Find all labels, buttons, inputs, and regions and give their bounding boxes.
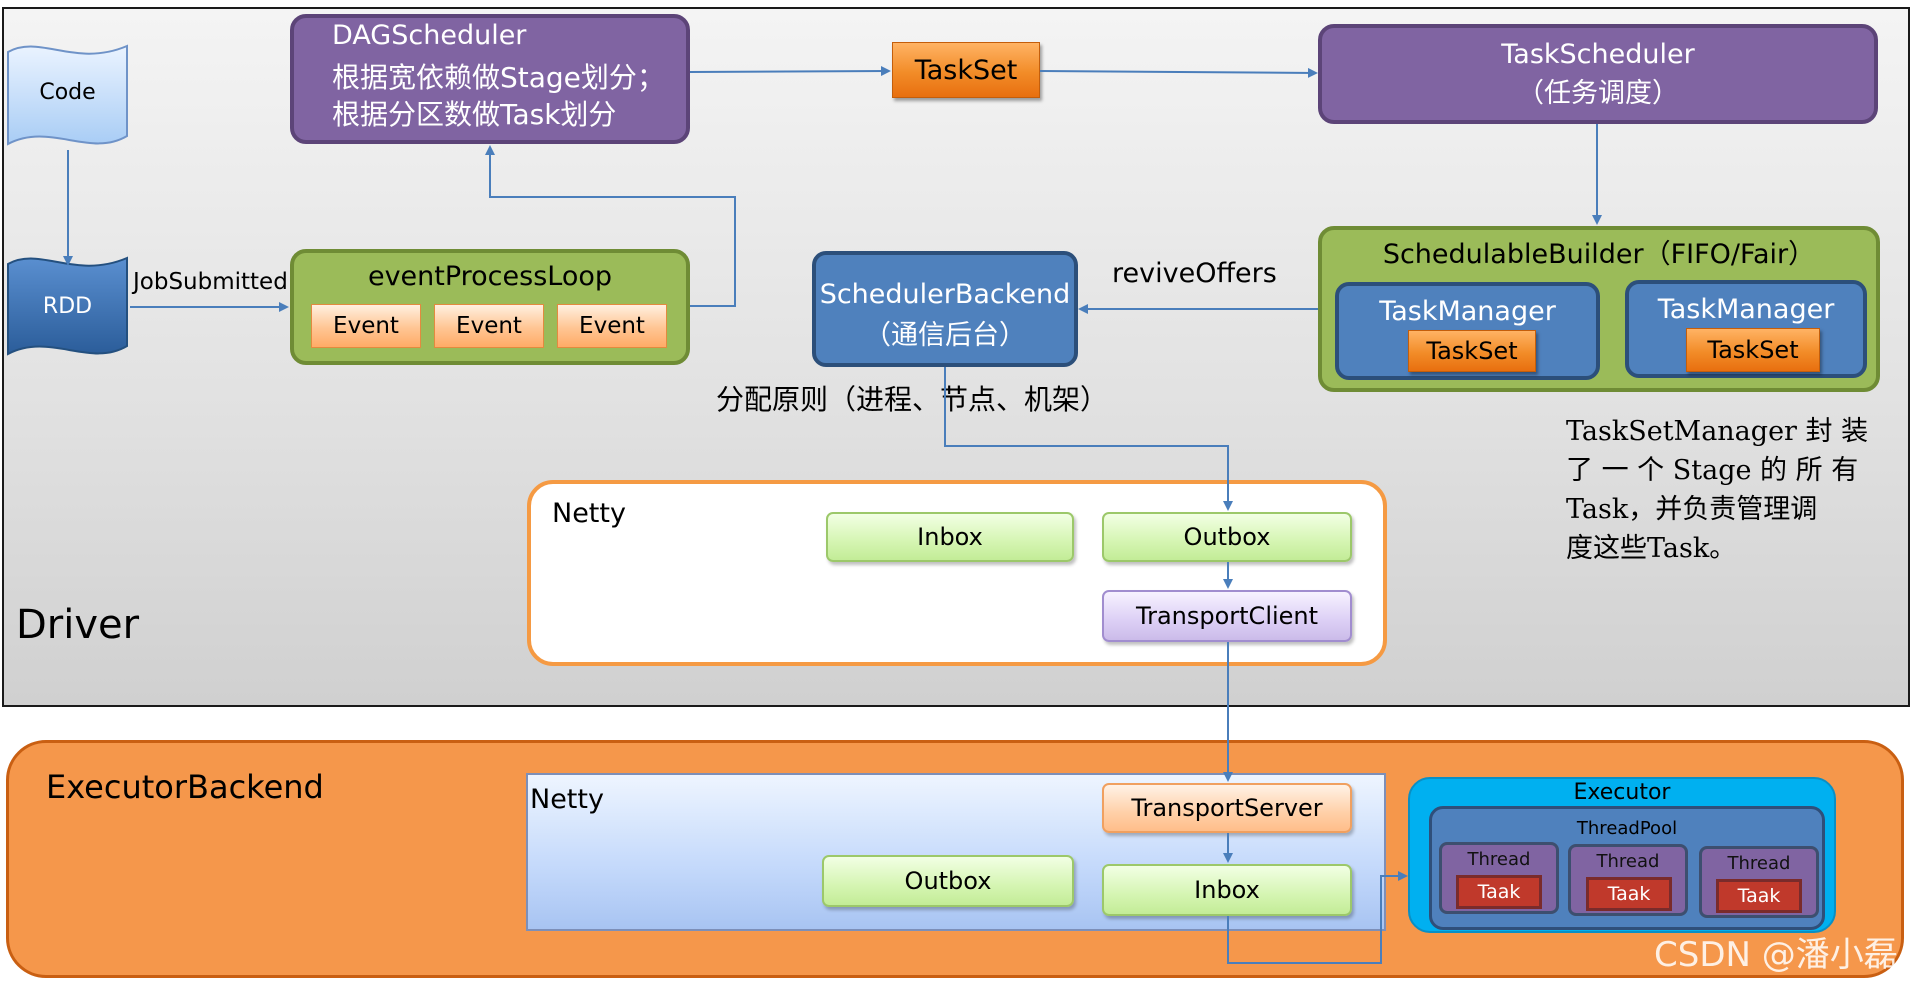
task-scheduler: [1318, 24, 1878, 124]
driver-netty-label: Netty: [552, 498, 626, 529]
executor-netty-label: Netty: [530, 784, 604, 815]
dag-to-taskset-arrow: [689, 66, 891, 77]
thread-label: Thread: [1467, 848, 1531, 870]
taskset-box: TaskSet: [892, 42, 1040, 98]
scheduler-backend-subtitle: （通信后台）: [864, 319, 1026, 351]
task-manager-label: TaskManager: [1657, 293, 1835, 325]
tsm-note-line: 了 一 个 Stage 的 所 有: [1566, 455, 1859, 486]
backend-to-outbox-arrow: [944, 367, 1233, 511]
driver-label: Driver: [16, 602, 140, 648]
dag-scheduler-title: DAGScheduler: [332, 20, 527, 51]
thread-pool-label: ThreadPool: [1576, 817, 1678, 839]
event-process-loop-title: eventProcessLoop: [367, 260, 613, 292]
task-manager-taskset: TaskSet: [1408, 330, 1536, 372]
executor-outbox: Outbox: [822, 855, 1074, 907]
event-loop-to-dag-arrow: [485, 145, 736, 307]
inbox-to-executor-arrow: [1227, 871, 1408, 964]
thread-label: Thread: [1727, 852, 1791, 874]
job-submitted-label: JobSubmitted: [133, 269, 288, 295]
thread-task: Taak: [1456, 875, 1542, 909]
executor-inbox: Inbox: [1102, 864, 1352, 916]
task-manager-taskset: TaskSet: [1686, 328, 1820, 372]
tsm-note-line: Task，并负责管理调: [1566, 494, 1818, 525]
transport-client: TransportClient: [1102, 590, 1352, 642]
code-doc-shape: [7, 44, 128, 146]
thread-task: Taak: [1586, 877, 1672, 911]
watermark: CSDN @潘小磊: [1654, 935, 1898, 975]
tsm-note-line: TaskSetManager 封 装: [1566, 416, 1869, 447]
rdd-label: RDD: [42, 293, 93, 319]
event-item: Event: [311, 304, 421, 348]
revive-offers-label: reviveOffers: [1112, 258, 1277, 289]
dag-scheduler-line1: 根据宽依赖做Stage划分；: [332, 61, 665, 94]
task-scheduler-title: TaskScheduler: [1501, 38, 1695, 70]
scheduler-backend: [812, 251, 1078, 367]
driver-outbox: Outbox: [1102, 512, 1352, 562]
tsm-note: TaskSetManager 封 装 了 一 个 Stage 的 所 有 Tas…: [1566, 412, 1868, 568]
dag-scheduler: [290, 14, 690, 144]
driver-inbox: Inbox: [826, 512, 1074, 562]
event-item: Event: [434, 304, 544, 348]
schedulable-builder-title: SchedulableBuilder（FIFO/Fair）: [1382, 238, 1816, 270]
rdd-doc-shape: [7, 256, 128, 356]
thread-label: Thread: [1596, 850, 1660, 872]
transport-server: TransportServer: [1102, 783, 1352, 833]
event-item: Event: [557, 304, 667, 348]
scheduler-backend-title: SchedulerBackend: [819, 278, 1071, 310]
thread-task: Taak: [1716, 879, 1802, 913]
executor-label: Executor: [1573, 779, 1671, 805]
code-label: Code: [39, 79, 96, 105]
task-manager-label: TaskManager: [1379, 295, 1556, 327]
allocation-rule-label: 分配原则（进程、节点、机架）: [716, 383, 1109, 416]
tsm-note-line: 度这些Task。: [1566, 533, 1737, 564]
executor-backend-label: ExecutorBackend: [46, 768, 324, 806]
task-scheduler-subtitle: （任务调度）: [1517, 77, 1679, 109]
dag-scheduler-line2: 根据分区数做Task划分: [332, 98, 617, 131]
taskset-to-scheduler-arrow: [1039, 67, 1318, 78]
